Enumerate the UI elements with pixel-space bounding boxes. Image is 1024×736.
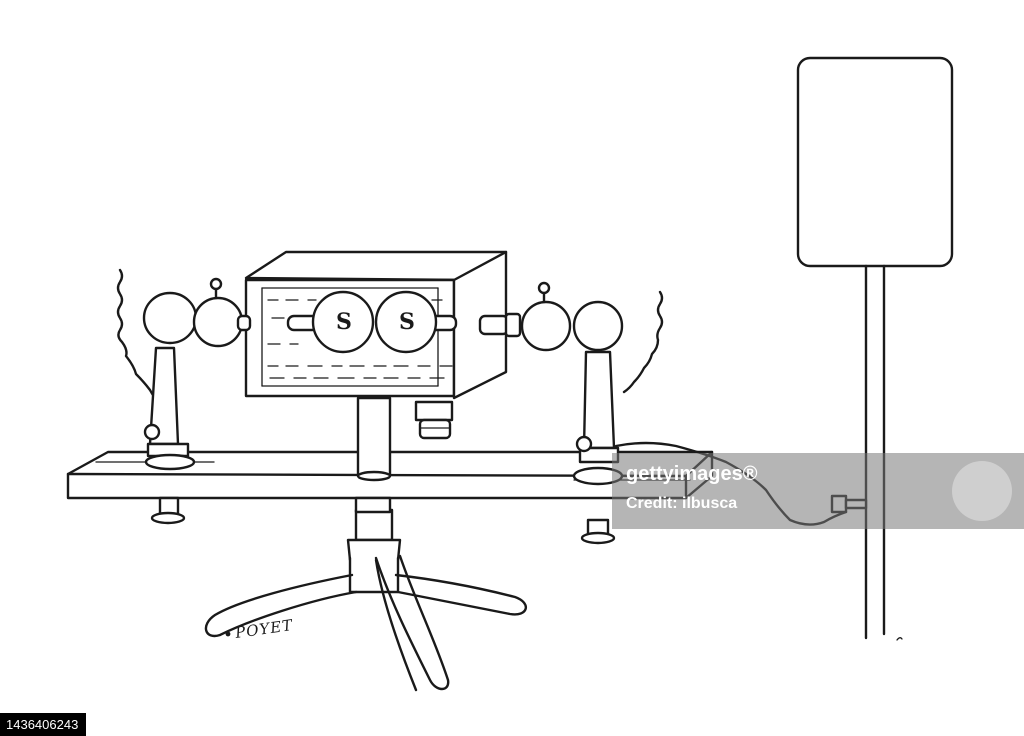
signature-text: POYET: [233, 616, 294, 642]
watermark-credit: Credit: ilbusca: [626, 495, 738, 512]
oil-box: [244, 250, 508, 440]
tripod-stand: [204, 508, 527, 692]
artist-signature: POYET: [225, 616, 294, 642]
watermark-brand-text: gettyimages: [626, 463, 743, 485]
image-id-label: 1436406243: [0, 713, 87, 736]
reflector-screen: [796, 56, 954, 641]
left-electrode: [116, 268, 252, 471]
watermark-circle-icon: [952, 461, 1012, 521]
watermark-banner: gettyimages® Credit: ilbusca: [612, 453, 1024, 529]
watermark-registered-mark: ®: [742, 463, 758, 485]
sphere-letter-left: S: [336, 309, 352, 335]
sphere-letter-right: S: [399, 309, 415, 335]
center-column: [356, 396, 392, 482]
watermark-brand: gettyimages®: [626, 463, 757, 486]
